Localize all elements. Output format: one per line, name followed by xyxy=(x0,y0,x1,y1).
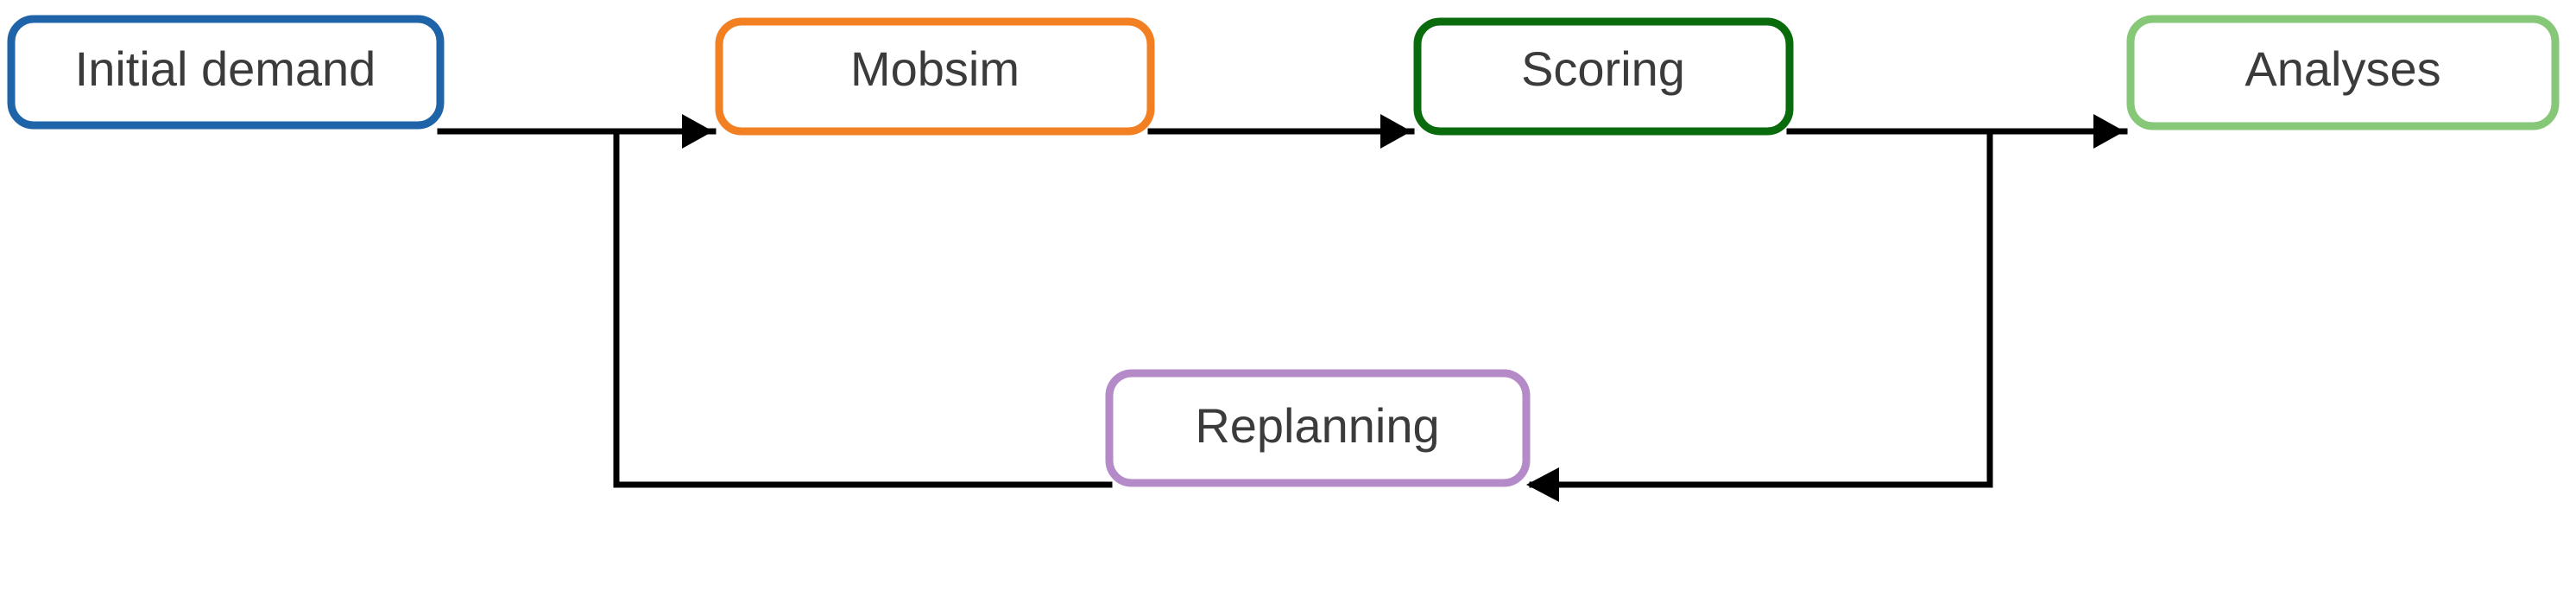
edge-line-scoring-to-replanning xyxy=(1529,128,1993,488)
node-mobsim[interactable]: Mobsim xyxy=(715,17,1155,136)
node-initial-demand[interactable]: Initial demand xyxy=(7,15,445,130)
node-box-scoring[interactable] xyxy=(1413,17,1794,136)
node-label-analyses: Analyses xyxy=(2245,41,2440,96)
edge-scoring-to-replanning xyxy=(1526,128,1993,502)
node-analyses[interactable]: Analyses xyxy=(2126,15,2560,130)
arrowhead-initial-demand-to-mobsim xyxy=(682,114,713,149)
node-replanning[interactable]: Replanning xyxy=(1105,369,1531,487)
node-box-replanning[interactable] xyxy=(1105,369,1531,487)
node-layer: Initial demand Mobsim Scoring Analyses R… xyxy=(7,15,2560,487)
node-label-replanning: Replanning xyxy=(1195,398,1439,453)
arrowhead-mobsim-to-scoring xyxy=(1380,114,1411,149)
edge-replanning-to-mobsim xyxy=(613,128,1113,488)
node-box-initial-demand[interactable] xyxy=(7,15,445,130)
arrowhead-scoring-to-analyses xyxy=(2093,114,2125,149)
node-box-mobsim[interactable] xyxy=(715,17,1155,136)
arrowhead-scoring-to-replanning xyxy=(1526,467,1559,502)
edge-line-replanning-to-mobsim xyxy=(613,128,1113,488)
edge-layer xyxy=(437,114,2128,502)
edge-scoring-to-analyses xyxy=(1786,114,2128,149)
node-label-scoring: Scoring xyxy=(1521,41,1685,96)
edge-mobsim-to-scoring xyxy=(1147,114,1415,149)
node-label-mobsim: Mobsim xyxy=(850,41,1020,96)
node-scoring[interactable]: Scoring xyxy=(1413,17,1794,136)
edge-initial-demand-to-mobsim xyxy=(437,114,717,149)
node-box-analyses[interactable] xyxy=(2126,15,2560,130)
node-label-initial-demand: Initial demand xyxy=(75,41,376,96)
